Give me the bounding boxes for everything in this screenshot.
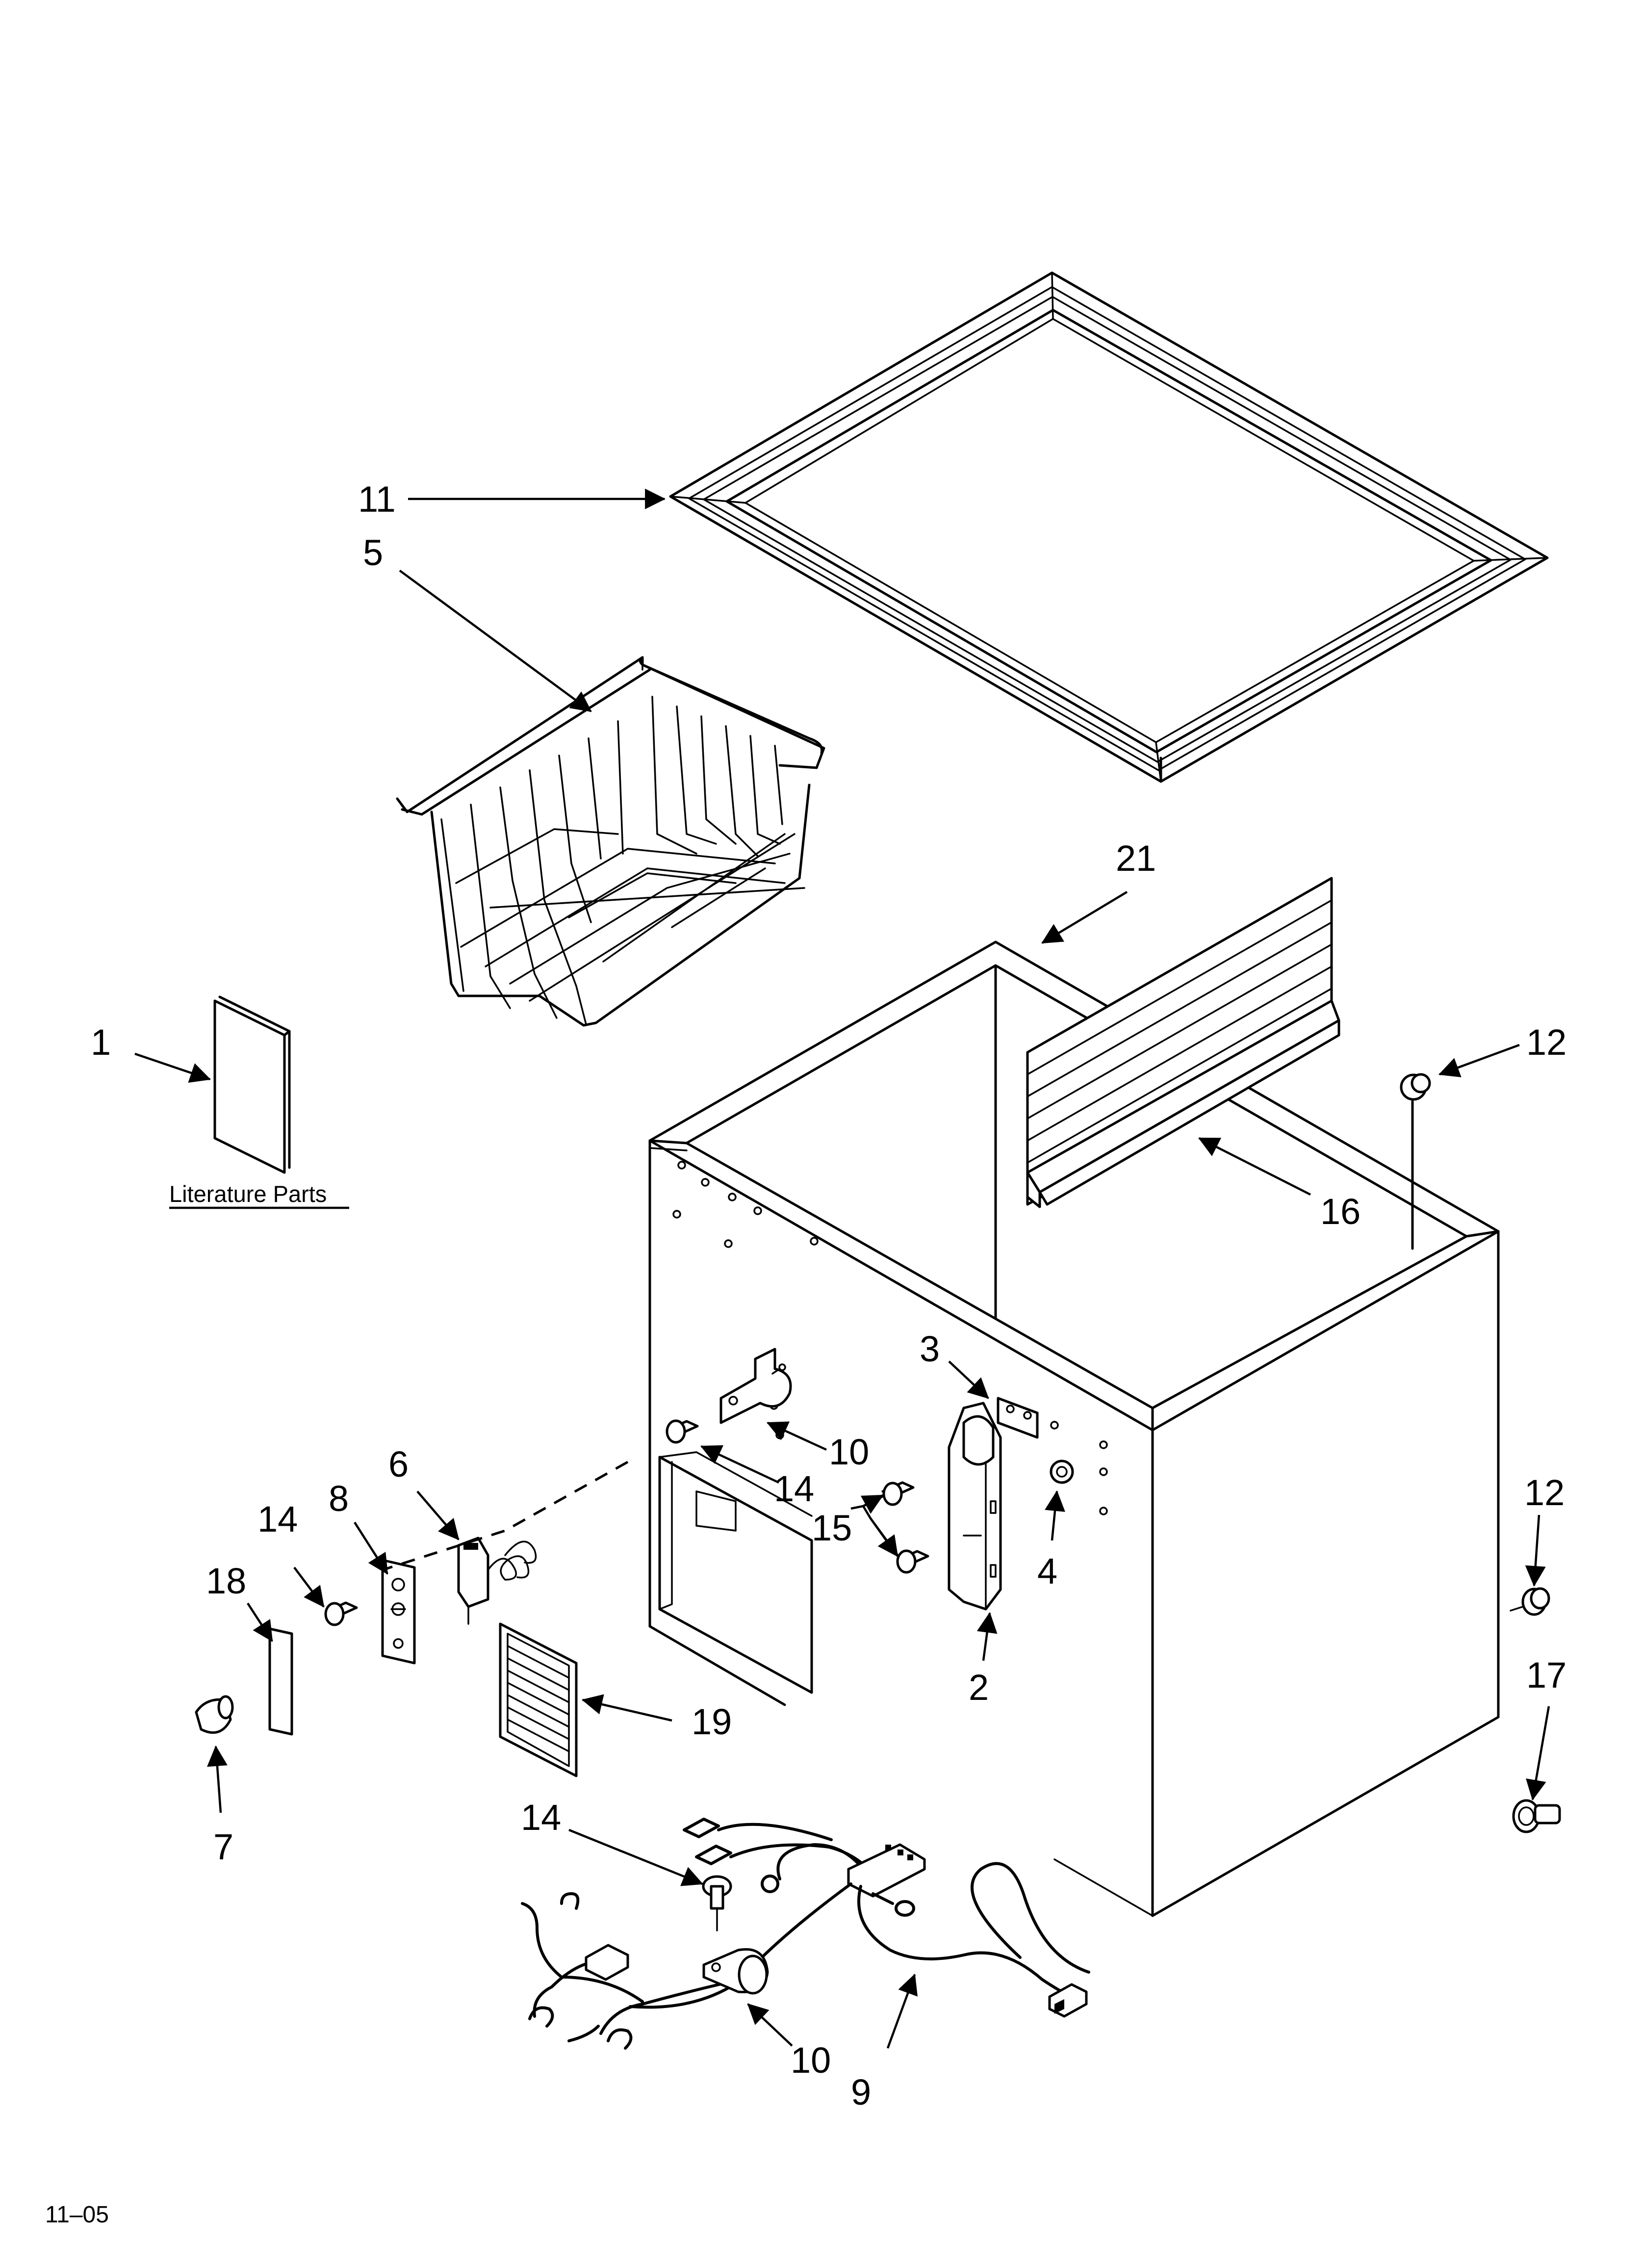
harness-screw [702,1875,732,1931]
callout-14-left: 14 [257,1499,298,1539]
screw-upper [666,1419,699,1444]
callout-7: 7 [213,1826,233,1867]
assembly-dashed-line [382,1460,629,1571]
leader-lines [134,489,1550,2049]
hinge-assembly [948,1397,1074,1611]
thermostat [457,1537,537,1625]
lid-gasket [669,271,1549,783]
callout-14-lower: 14 [521,1797,561,1838]
callout-8: 8 [329,1478,349,1519]
callout-3: 3 [920,1329,940,1369]
callout-1: 1 [91,1022,111,1063]
hinge-screws [881,1481,929,1574]
leveling-leg-side [1510,1587,1550,1616]
callout-12-side: 12 [1524,1472,1565,1513]
callout-21: 21 [1116,838,1156,879]
callout-10-lower: 10 [791,2040,831,2081]
literature-parts-label: Literature Parts [169,1181,327,1207]
temperature-label [268,1627,293,1736]
callout-17: 17 [1526,1655,1566,1695]
panel-holes [672,1161,1108,1515]
callout-10-upper: 10 [829,1432,869,1472]
harness-clamp [702,1948,769,1995]
callout-14-upper: 14 [774,1468,814,1509]
callout-6: 6 [388,1444,409,1485]
callout-2: 2 [969,1667,989,1708]
callout-4: 4 [1037,1551,1057,1591]
wire-basket [396,656,825,1027]
callout-5: 5 [363,532,383,573]
control-plate [381,1559,416,1665]
drain-plug [1512,1799,1561,1833]
callout-16: 16 [1320,1191,1360,1232]
plate-screw [324,1601,358,1626]
wiring-harness [521,1818,1090,2050]
callout-12-top: 12 [1526,1022,1566,1063]
callout-labels: 11 5 21 1 12 16 3 10 14 6 14 8 18 15 4 1… [45,479,1566,2228]
callout-11: 11 [358,479,396,520]
grille [499,1622,578,1777]
callout-15: 15 [812,1508,852,1548]
literature-booklet [169,995,349,1209]
leveling-leg-top [1400,1073,1431,1250]
control-knob [195,1695,234,1734]
mounting-clamp-upper [719,1348,792,1424]
footer-code: 11–05 [45,2202,109,2228]
basket-divider [1026,877,1340,1208]
callout-9: 9 [851,2072,871,2112]
callout-18: 18 [206,1561,246,1601]
freezer-cabinet [648,940,1500,1917]
callout-19: 19 [692,1701,732,1742]
